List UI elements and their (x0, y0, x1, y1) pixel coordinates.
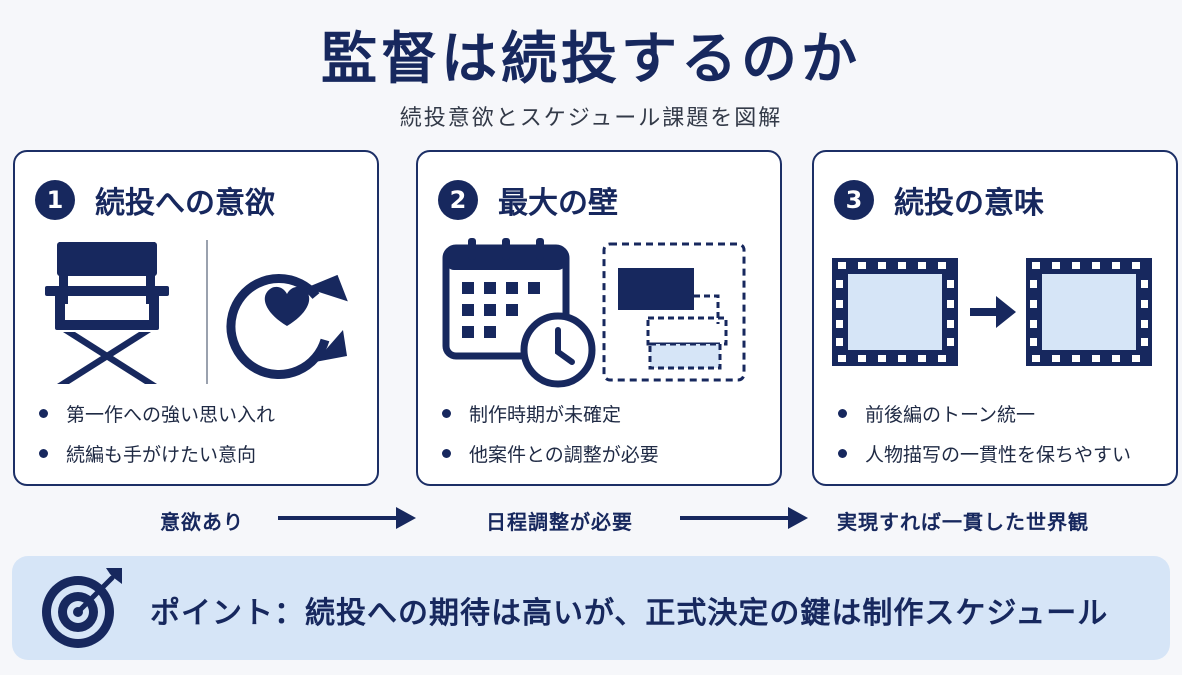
director-chair-icon (45, 242, 169, 384)
point-banner: ポイント：続投への期待は高いが、正式決定の鍵は制作スケジュール (12, 556, 1170, 660)
card-2-illustration (442, 238, 746, 388)
flow-step-2: 日程調整が必要 (486, 510, 633, 534)
list-item: 前後編のトーン統一 (838, 402, 1131, 426)
card-title: 続投の意味 (894, 186, 1044, 221)
arrow-right-icon (278, 507, 416, 529)
page-title: 監督は続投するのか (321, 27, 861, 92)
card-meaning: 3 続投の意味 (812, 150, 1178, 486)
flow-step-3: 実現すれば一貫した世界観 (837, 510, 1089, 534)
card-3-bullets: 前後編のトーン統一 人物描写の一貫性を保ちやすい (838, 402, 1131, 482)
card-1-illustration (45, 240, 348, 384)
step-number-3: 3 (834, 180, 874, 220)
schedule-blocks-icon (602, 242, 746, 382)
arrow-right-icon (680, 507, 808, 529)
card-title: 最大の壁 (498, 186, 618, 221)
step-number-2: 2 (438, 180, 478, 220)
target-icon (42, 568, 122, 648)
heart-cycle-icon (226, 274, 348, 379)
list-item: 制作時期が未確定 (442, 402, 659, 426)
page-subtitle: 続投意欲とスケジュール課題を図解 (399, 106, 783, 131)
point-text: ポイント：続投への期待は高いが、正式決定の鍵は制作スケジュール (150, 596, 1109, 631)
list-item: 他案件との調整が必要 (442, 442, 659, 466)
card-title: 続投への意欲 (95, 186, 275, 221)
calendar-clock-icon (442, 238, 596, 388)
arrow-right-icon (970, 296, 1016, 328)
card-motivation: 1 続投への意欲 第一作への強い思い入れ 続編も手がけたい意向 (13, 150, 379, 486)
card-3-illustration (832, 258, 1152, 366)
film-frame-icon (832, 258, 958, 366)
list-item: 第一作への強い思い入れ (39, 402, 275, 426)
film-frame-icon (1026, 258, 1152, 366)
step-number-1: 1 (35, 180, 75, 220)
list-item: 人物描写の一貫性を保ちやすい (838, 442, 1131, 466)
flow-step-1: 意欲あり (160, 510, 244, 534)
card-1-bullets: 第一作への強い思い入れ 続編も手がけたい意向 (39, 402, 275, 482)
list-item: 続編も手がけたい意向 (39, 442, 275, 466)
card-obstacle: 2 最大の壁 制作時期が未確定 他案件との調整が必要 (416, 150, 782, 486)
card-2-bullets: 制作時期が未確定 他案件との調整が必要 (442, 402, 659, 482)
